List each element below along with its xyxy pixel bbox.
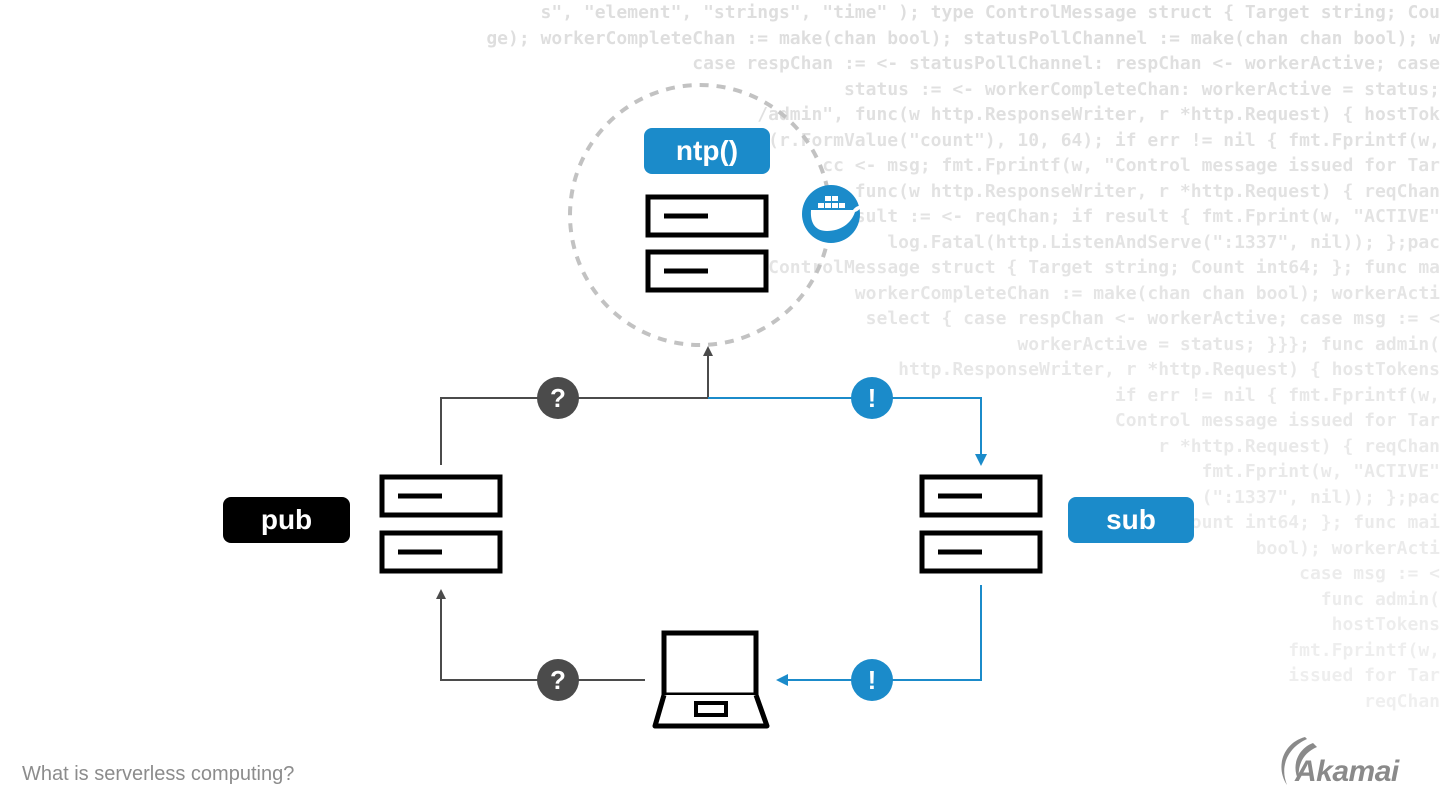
akamai-logo: Akamai: [1273, 733, 1423, 793]
brand-name: Akamai: [1295, 755, 1399, 788]
akamai-swoosh-icon: [1281, 737, 1317, 785]
docker-whale-icon: [802, 185, 862, 243]
alert-badge-top: !: [851, 377, 893, 419]
server-rack-icon: [645, 194, 769, 293]
connector-ntp-to-sub: [708, 397, 987, 466]
alert-badge-bottom: !: [851, 659, 893, 701]
question-badge-top: ?: [537, 377, 579, 419]
question-badge-bottom: ?: [537, 659, 579, 701]
server-rack-icon: [919, 474, 1043, 574]
pub-label: pub: [223, 497, 350, 543]
laptop-icon: [652, 630, 770, 729]
connector-sub-to-laptop: [776, 585, 982, 686]
server-rack-icon: [379, 474, 503, 574]
ntp-function-label: ntp(): [644, 128, 770, 174]
page-caption: What is serverless computing?: [22, 763, 295, 785]
sub-label: sub: [1068, 497, 1194, 543]
